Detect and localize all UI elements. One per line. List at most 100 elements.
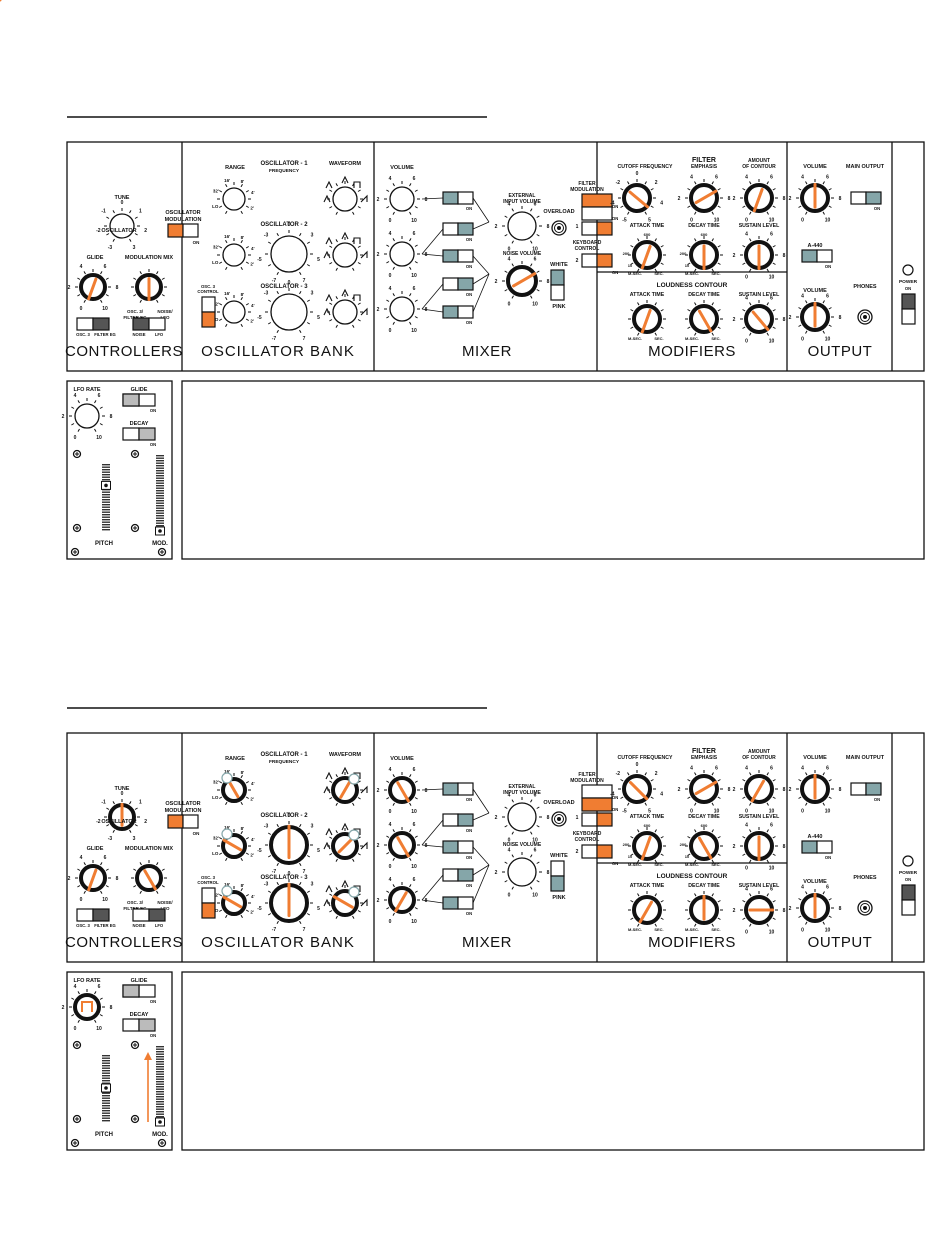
knob-waveform-3[interactable] [327, 885, 363, 919]
switch-decay[interactable] [122, 427, 156, 441]
switch-keyboard-control-1[interactable] [581, 221, 613, 236]
knob-body[interactable] [222, 300, 246, 324]
knob-body[interactable] [332, 242, 358, 268]
switch-modmix-source[interactable] [132, 908, 166, 922]
knob-modulation-mix[interactable] [131, 269, 167, 303]
switch-oscillator-modulation[interactable] [167, 814, 199, 829]
knob-body[interactable] [109, 213, 135, 239]
switch-osc3-control[interactable] [201, 887, 216, 919]
knob-body[interactable] [222, 187, 246, 211]
switch-keyboard-control-2[interactable] [581, 253, 613, 268]
switch-filter-modulation[interactable] [581, 193, 613, 221]
switch-glide-source[interactable] [76, 908, 110, 922]
switch-mixer-2[interactable] [442, 222, 474, 236]
phones-jack[interactable] [857, 309, 873, 325]
switch-mixer-4[interactable] [442, 868, 474, 882]
knob-body[interactable] [332, 186, 358, 212]
knob-body[interactable] [332, 299, 358, 325]
knob-body[interactable] [389, 296, 415, 322]
switch-decay[interactable] [122, 1018, 156, 1032]
switch-mixer-1[interactable] [442, 782, 474, 796]
knob-body[interactable] [222, 243, 246, 267]
knob-range-3[interactable] [217, 295, 251, 327]
switch-power[interactable] [901, 293, 916, 325]
knob-filter-attack[interactable] [628, 827, 666, 863]
switch-mixer-4[interactable] [442, 277, 474, 291]
knob-range-2[interactable] [217, 238, 251, 270]
switch-keyboard-control-1[interactable] [581, 812, 613, 827]
knob-body[interactable] [270, 235, 308, 273]
knob-body[interactable] [389, 241, 415, 267]
knob-body[interactable] [270, 293, 308, 331]
knob-filter-decay[interactable] [685, 827, 723, 863]
knob-range-1[interactable] [217, 182, 251, 214]
phones-jack[interactable] [857, 900, 873, 916]
switch-mixer-3[interactable] [442, 840, 474, 854]
switch-mixer-1[interactable] [442, 191, 474, 205]
overload-lamp[interactable] [551, 811, 567, 827]
switch-glide-source[interactable] [76, 317, 110, 331]
knob-body[interactable] [507, 802, 537, 832]
switch-filter-modulation[interactable] [581, 784, 613, 812]
knob-waveform-2[interactable] [327, 237, 363, 271]
knob-filter-decay[interactable] [685, 236, 723, 272]
knob-filter-attack[interactable] [628, 236, 666, 272]
switch-main-output[interactable] [850, 191, 882, 205]
switch-oscillator-modulation[interactable] [167, 223, 199, 238]
pitch-wheel[interactable] [101, 464, 111, 531]
knob-loudness-decay[interactable] [685, 891, 723, 927]
switch-mixer-5[interactable] [442, 896, 474, 910]
knob-waveform-3[interactable] [327, 294, 363, 328]
pitch-wheel[interactable] [101, 1055, 111, 1122]
mod-wheel[interactable] [155, 1046, 165, 1127]
knob-loudness-decay[interactable] [685, 300, 723, 336]
switch-noise-color[interactable] [550, 860, 565, 892]
switch-a440[interactable] [801, 249, 833, 263]
switch-noise-color[interactable] [550, 269, 565, 301]
switch-a440[interactable] [801, 840, 833, 854]
knob-waveform-1[interactable] [327, 181, 363, 215]
switch-keyboard-control-2[interactable] [581, 844, 613, 859]
knob-body[interactable] [507, 857, 537, 887]
switch-mixer-5[interactable] [442, 305, 474, 319]
switch-power[interactable] [901, 884, 916, 916]
mod-wheel[interactable] [155, 455, 165, 536]
overload-lamp[interactable] [551, 220, 567, 236]
knob-loudness-attack[interactable] [628, 300, 666, 336]
switch-modmix-source[interactable] [132, 317, 166, 331]
switch-main-output[interactable] [850, 782, 882, 796]
knob-body[interactable] [73, 993, 101, 1021]
switch-osc3-control[interactable] [201, 296, 216, 328]
knob-range-2[interactable] [217, 829, 251, 861]
knob-body[interactable] [389, 186, 415, 212]
